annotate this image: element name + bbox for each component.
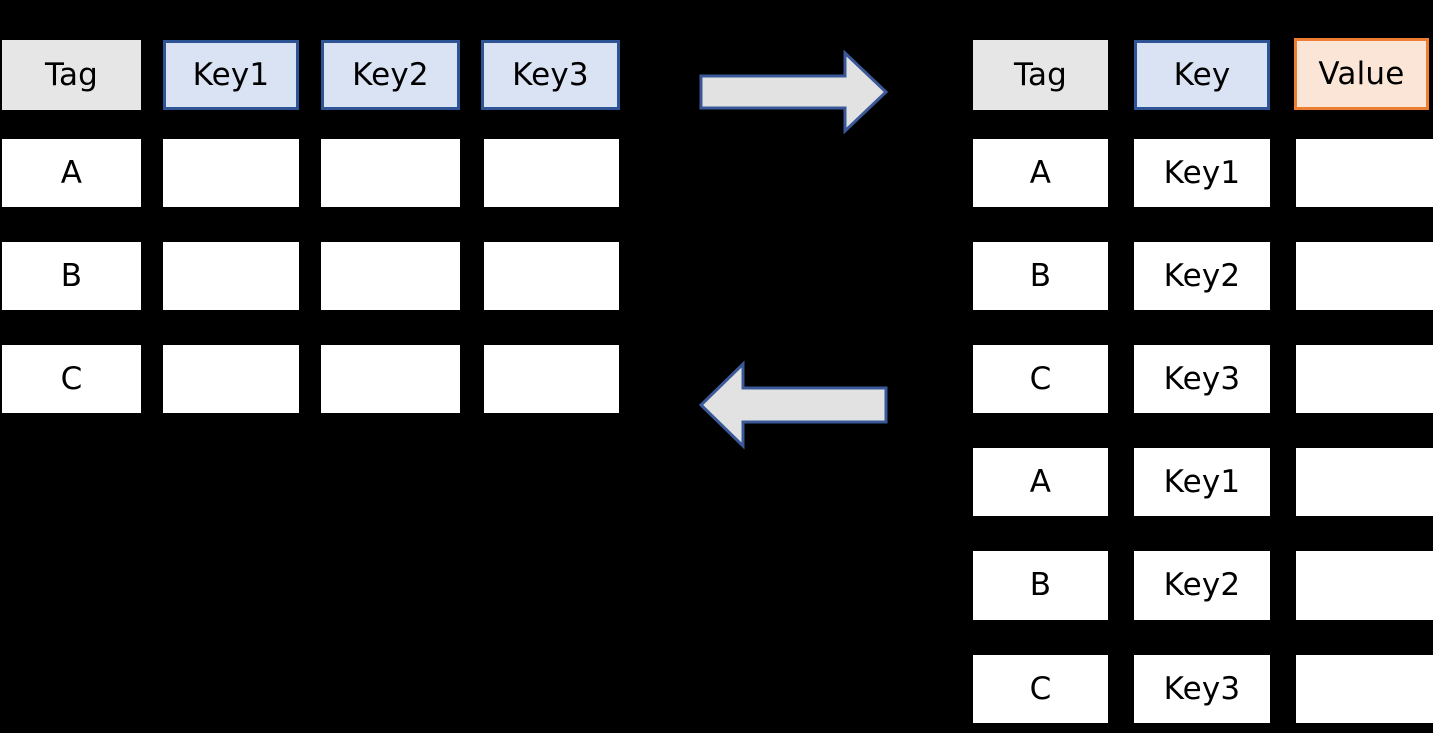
wide-table-cell-key1-1[interactable] xyxy=(163,139,299,207)
tall-table-cell-value-5[interactable] xyxy=(1296,551,1433,620)
wide-table-cell-key3-2[interactable] xyxy=(484,242,619,310)
tall-table-cell-key-1[interactable]: Key1 xyxy=(1134,139,1270,207)
wide-table-cell-key3-1[interactable] xyxy=(484,139,619,207)
wide-table-cell-key3-3[interactable] xyxy=(484,345,619,413)
arrow-left-icon xyxy=(698,360,888,450)
tall-table-cell-tag-4[interactable]: A xyxy=(973,448,1108,516)
wide-table-cell-key2-3[interactable] xyxy=(321,345,460,413)
tall-table-cell-value-3[interactable] xyxy=(1296,345,1433,413)
wide-table-header-key3: Key3 xyxy=(481,40,620,110)
tall-table-cell-value-1[interactable] xyxy=(1296,139,1433,207)
tall-table-cell-key-5[interactable]: Key2 xyxy=(1134,551,1270,620)
tall-table-cell-key-3[interactable]: Key3 xyxy=(1134,345,1270,413)
wide-table-cell-tag-1[interactable]: A xyxy=(2,139,141,207)
wide-table-cell-key1-3[interactable] xyxy=(163,345,299,413)
tall-table-cell-tag-2[interactable]: B xyxy=(973,242,1108,310)
wide-table-header-key2: Key2 xyxy=(321,40,460,110)
tall-table-cell-key-2[interactable]: Key2 xyxy=(1134,242,1270,310)
tall-table-header-key: Key xyxy=(1134,40,1270,110)
tall-table-cell-tag-3[interactable]: C xyxy=(973,345,1108,413)
wide-table-cell-tag-3[interactable]: C xyxy=(2,345,141,413)
tall-table-cell-tag-6[interactable]: C xyxy=(973,655,1108,723)
tall-table-cell-value-2[interactable] xyxy=(1296,242,1433,310)
tall-table-header-tag: Tag xyxy=(973,40,1108,110)
arrow-right-icon xyxy=(699,50,889,134)
tall-table-cell-key-6[interactable]: Key3 xyxy=(1134,655,1270,723)
tall-table-header-value: Value xyxy=(1294,38,1429,110)
tall-table-cell-key-4[interactable]: Key1 xyxy=(1134,448,1270,516)
tall-table-cell-tag-1[interactable]: A xyxy=(973,139,1108,207)
wide-table-header-tag: Tag xyxy=(2,40,141,110)
wide-table-cell-key2-1[interactable] xyxy=(321,139,460,207)
wide-table-cell-key1-2[interactable] xyxy=(163,242,299,310)
tall-table-cell-value-6[interactable] xyxy=(1296,655,1433,723)
tall-table-cell-tag-5[interactable]: B xyxy=(973,551,1108,620)
wide-table-cell-key2-2[interactable] xyxy=(321,242,460,310)
tall-table-cell-value-4[interactable] xyxy=(1296,448,1433,516)
wide-table-cell-tag-2[interactable]: B xyxy=(2,242,141,310)
wide-table-header-key1: Key1 xyxy=(163,40,299,110)
